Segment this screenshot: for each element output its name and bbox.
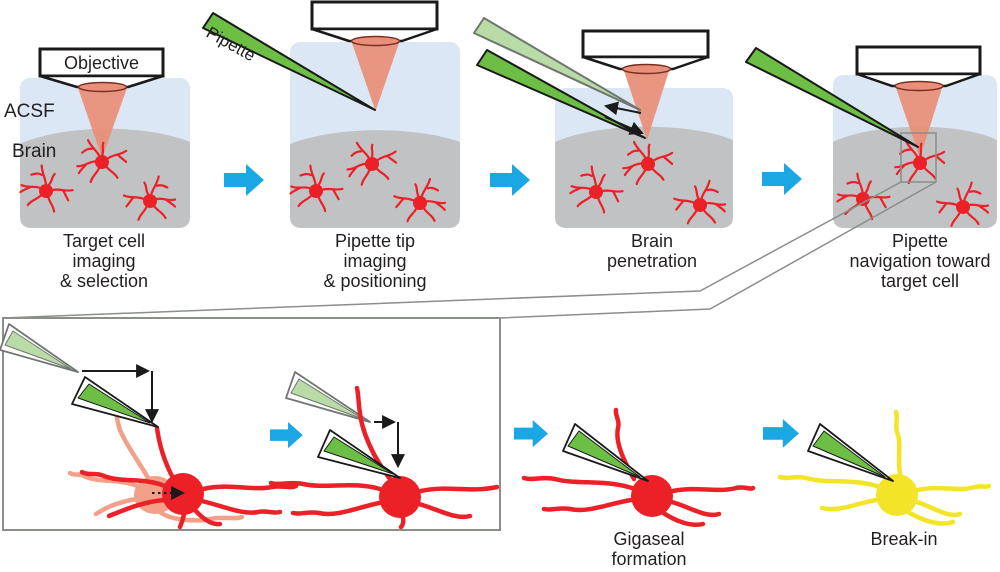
caption-line: penetration: [607, 251, 697, 271]
dendrite: [106, 497, 167, 519]
pipette-previous-position: [290, 378, 364, 420]
caption-line: Gigaseal: [613, 529, 684, 549]
caption-line: & selection: [60, 271, 148, 291]
dendrite: [915, 483, 992, 493]
caption-line: Pipette tip: [335, 231, 415, 251]
pipette-previous-position: [4, 330, 72, 370]
caption-line: formation: [611, 549, 686, 569]
caption-line: imaging: [343, 251, 406, 271]
step-arrow-icon: [224, 164, 264, 196]
dendrite: [290, 500, 382, 517]
inset-stage-1-lateral-approach: [0, 323, 299, 530]
dendrite: [670, 485, 756, 494]
objective-body: [855, 45, 982, 76]
inset-stage-2-contact: [268, 371, 500, 530]
zoom-region-box: [900, 132, 937, 183]
brain-label: Brain: [12, 141, 56, 162]
caption-line: Target cell: [63, 231, 145, 251]
acsf-label: ACSF: [4, 101, 55, 122]
callout-line: [499, 181, 937, 319]
step-arrow-icon: [490, 164, 530, 196]
step-arrow-icon: [762, 163, 802, 195]
pale-dendrite: [67, 470, 141, 489]
target-cell: [631, 475, 673, 517]
dendrite: [154, 425, 176, 481]
dendrite: [398, 515, 406, 530]
dendrite: [819, 497, 879, 512]
pipette-previous-position: [473, 17, 641, 111]
pipette: [202, 12, 376, 111]
dendrite: [79, 469, 168, 489]
dendrite: [416, 501, 473, 520]
light-cone: [78, 88, 127, 158]
dendrite: [177, 511, 187, 530]
dendrite: [541, 497, 634, 513]
pipette: [77, 383, 151, 424]
panel-target-cell-imaging: Objective ACSF Brain Target cell imaging…: [4, 47, 190, 291]
caption-line: Break-in: [870, 529, 937, 549]
dendrite: [418, 484, 500, 494]
inset-box: [2, 317, 501, 531]
pipette: [323, 436, 394, 475]
dendrite: [669, 499, 722, 518]
pale-dendrite: [157, 509, 245, 523]
light-cone: [896, 88, 942, 158]
objective-label: Objective: [64, 53, 139, 73]
objective-lens: [621, 63, 672, 75]
panel-brain-penetration: Brain penetration: [473, 17, 733, 271]
step-arrow-icon: [514, 420, 548, 448]
dendrite: [659, 509, 706, 527]
objective-body: [310, 0, 439, 31]
dendrite: [893, 409, 903, 477]
pipette: [476, 49, 646, 139]
step-arrow-icon: [763, 419, 799, 448]
target-cell: [379, 476, 421, 518]
target-cell-filled: [876, 474, 918, 516]
caption-line: navigation toward: [849, 251, 990, 271]
dendrite: [905, 509, 956, 526]
callout-line: [2, 181, 902, 319]
brain-tissue: [833, 126, 997, 228]
caption-line: Brain: [631, 231, 673, 251]
advance-arrow: [604, 116, 644, 135]
objective-lens: [350, 35, 401, 47]
caption-line: imaging: [72, 251, 135, 271]
dendrite: [199, 498, 283, 515]
objective-nose: [310, 27, 439, 43]
dendrite: [914, 499, 963, 518]
pale-dendrite: [93, 496, 140, 517]
pipette: [812, 430, 886, 478]
panel-pipette-navigation: Pipette navigation toward target cell: [745, 45, 997, 291]
dendrite: [268, 480, 383, 492]
dendrite: [521, 475, 635, 491]
panel-gigaseal-formation: Gigaseal formation: [521, 407, 756, 569]
caption-line: Pipette: [892, 231, 948, 251]
objective-nose: [38, 74, 165, 89]
caption-line: target cell: [881, 271, 959, 291]
dendrite: [192, 507, 223, 527]
objective-nose: [855, 72, 982, 88]
brain-tissue: [290, 130, 460, 228]
retract-arrow: [603, 101, 642, 116]
dendrite: [200, 483, 299, 492]
objective-lens: [894, 80, 944, 92]
panel-break-in: Break-in: [777, 409, 992, 549]
pipette: [745, 47, 919, 148]
light-cone: [624, 71, 669, 140]
dendrite: [777, 474, 880, 489]
objective-lens: [77, 81, 128, 93]
objective-nose: [581, 55, 710, 71]
panel-pipette-tip-imaging: Pipette Pipette tip imaging & positionin…: [202, 0, 460, 291]
objective-body: [581, 29, 710, 59]
caption-line: & positioning: [323, 271, 426, 291]
light-cone: [352, 43, 399, 111]
pipette: [567, 430, 641, 478]
